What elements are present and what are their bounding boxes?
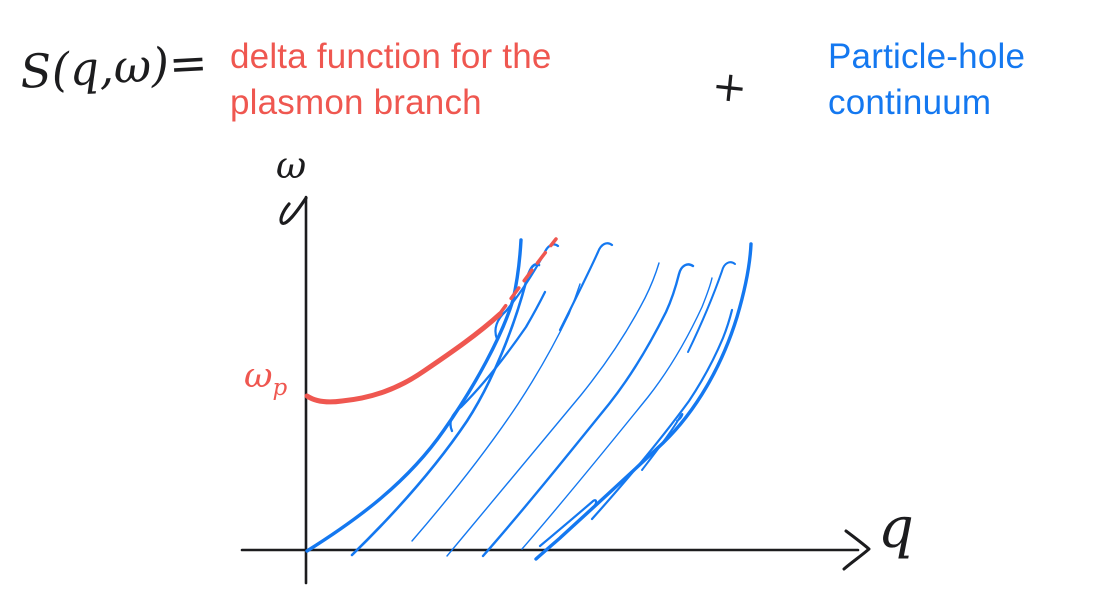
hatch-line: [446, 262, 660, 557]
plasmon-term-line1: delta function for the: [230, 37, 552, 76]
hatch-line: [521, 277, 713, 550]
plasmon-frequency-label-sub: p: [272, 375, 288, 401]
hatch-line: [558, 242, 614, 332]
plasmon-curve: [304, 311, 503, 405]
y-axis-arrowhead: [279, 196, 308, 225]
omega-axis-label: ω: [276, 144, 307, 187]
continuum-hatching: [350, 242, 736, 558]
q-axis-label: q: [878, 496, 914, 561]
continuum-term-line2: continuum: [828, 83, 992, 122]
plasmon-curve-dashed: [496, 237, 558, 318]
continuum-term-caption: Particle-hole continuum: [828, 34, 1025, 126]
hatch-line: [481, 263, 695, 558]
plasmon-frequency-label-base: ω: [244, 356, 273, 396]
continuum-left-boundary: [305, 238, 523, 553]
plasmon-term-caption: delta function for the plasmon branch: [230, 34, 552, 126]
hatch-line: [590, 308, 734, 521]
plasmon-term-line2: plasmon branch: [230, 83, 482, 122]
plasmon-frequency-label: ωp: [244, 356, 287, 401]
hatch-line: [641, 413, 684, 471]
hatch-line: [687, 261, 736, 353]
x-axis-arrowhead: [842, 529, 871, 571]
continuum-term-line1: Particle-hole: [828, 37, 1026, 76]
hatch-line: [538, 499, 598, 548]
hatch-line: [449, 290, 547, 433]
